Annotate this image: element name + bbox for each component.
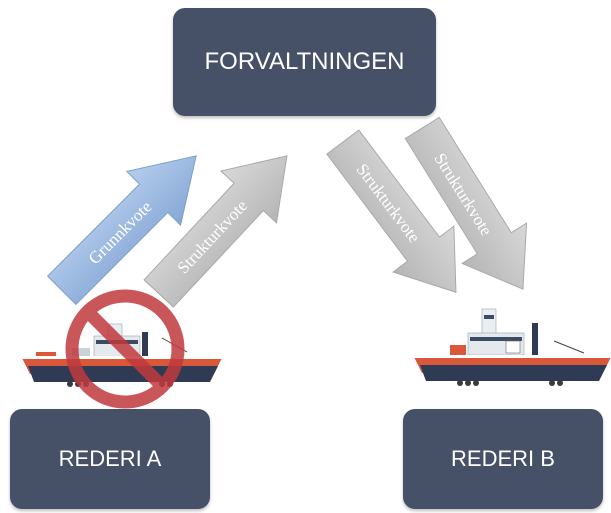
grunnkvote-arrow: Grunnkvote xyxy=(46,155,197,306)
ship-a xyxy=(22,323,222,387)
strukturkvote-arrow-up: Strukturkvote xyxy=(143,155,288,308)
forvaltningen-box: FORVALTNINGEN xyxy=(173,8,436,116)
rederi-a-label: REDERI A xyxy=(58,446,162,471)
no-entry-icon xyxy=(65,289,185,409)
rederi-b-box: REDERI B xyxy=(403,409,603,509)
forvaltningen-label: FORVALTNINGEN xyxy=(204,48,405,75)
rederi-a-box: REDERI A xyxy=(10,409,210,509)
ship-b xyxy=(414,308,611,386)
rederi-b-label: REDERI B xyxy=(451,446,555,471)
